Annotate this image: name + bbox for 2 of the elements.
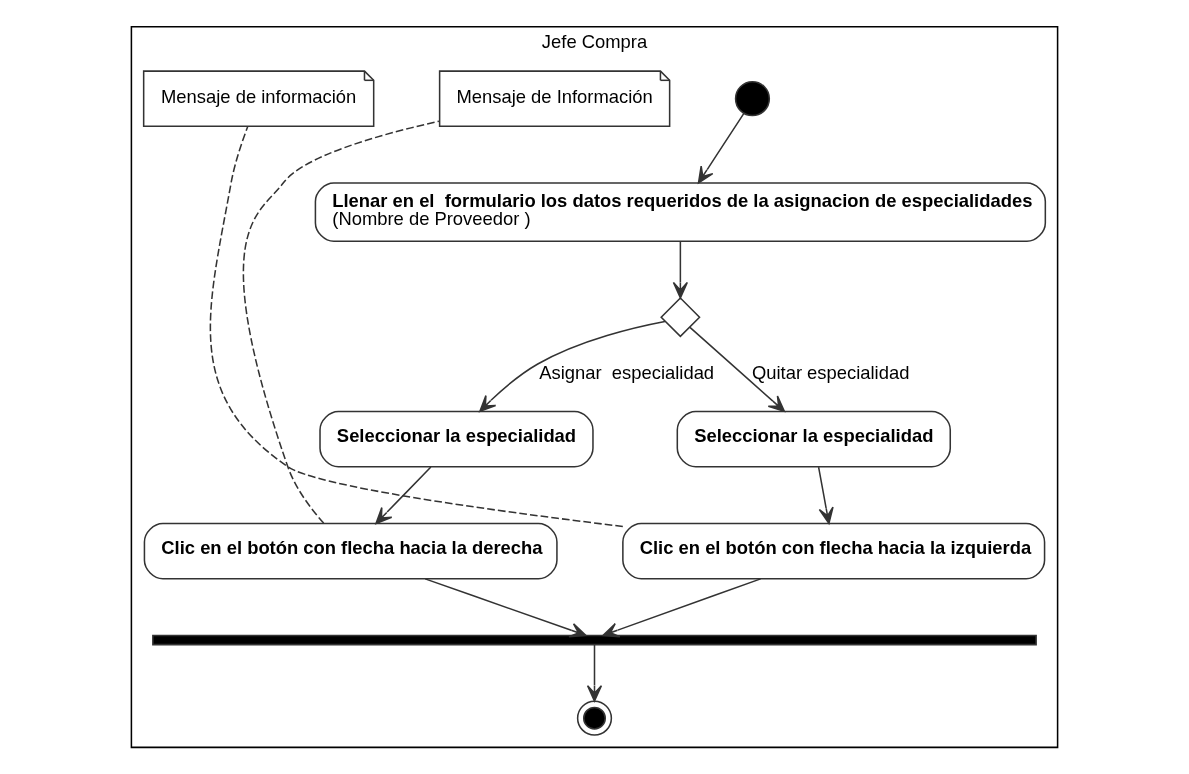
edge-label: Quitar especialidad bbox=[751, 361, 910, 383]
edge-label: Asignar especialidad bbox=[539, 361, 715, 383]
